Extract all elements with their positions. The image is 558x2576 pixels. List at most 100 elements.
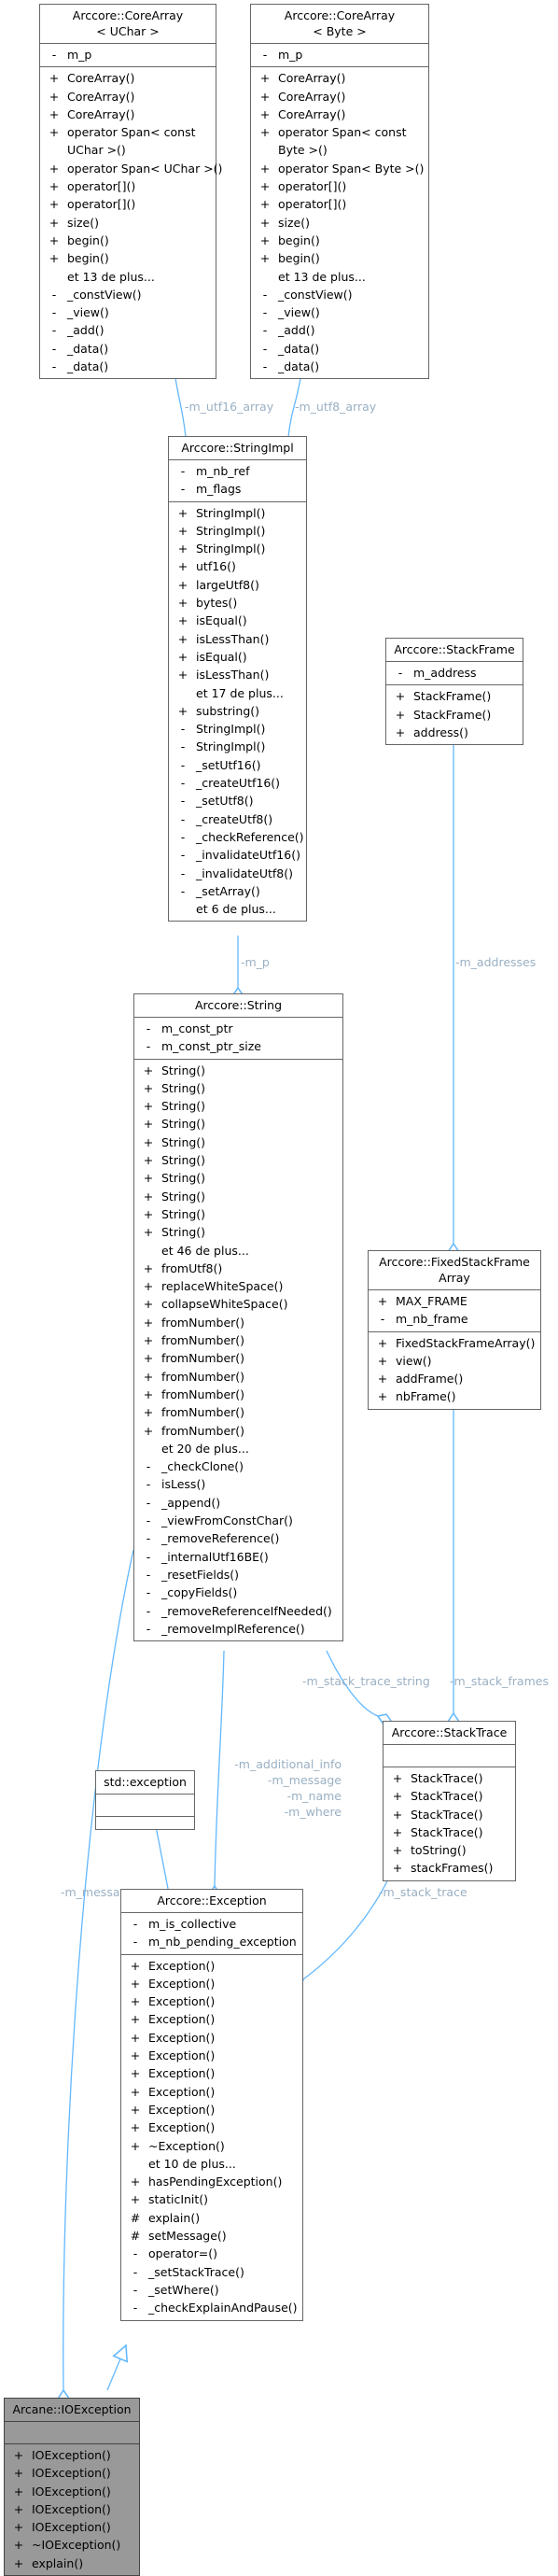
- class-method: et 13 de plus...: [251, 268, 428, 286]
- class-std-exception[interactable]: std::exception: [95, 1770, 195, 1830]
- member-name: Exception(): [148, 1994, 216, 2009]
- member-name: m_address: [413, 666, 477, 680]
- class-ioexception[interactable]: Arcane::IOException+IOException()+IOExce…: [4, 2398, 140, 2576]
- visibility-symbol: +: [130, 2066, 141, 2081]
- visibility-symbol: +: [13, 2538, 24, 2553]
- member-name: _invalidateUtf16(): [196, 848, 300, 863]
- visibility-symbol: +: [130, 2192, 141, 2207]
- class-method: +fromNumber(): [134, 1314, 342, 1331]
- class-title-line: std::exception: [104, 1775, 187, 1789]
- member-name: MAX_FRAME: [396, 1294, 467, 1308]
- visibility-symbol: +: [143, 1063, 154, 1077]
- class-corearray-uchar[interactable]: Arccore::CoreArray< UChar >-m_p+CoreArra…: [39, 4, 222, 380]
- visibility-symbol: -: [180, 811, 186, 826]
- visibility-symbol: -: [180, 829, 186, 844]
- visibility-symbol: -: [146, 1567, 151, 1582]
- visibility-symbol: -: [180, 848, 186, 863]
- member-name: StackTrace(): [411, 1807, 483, 1822]
- class-method: -_data(): [251, 340, 428, 358]
- class-method: +address(): [386, 724, 523, 741]
- visibility-symbol: +: [130, 1994, 141, 2009]
- class-corearray-byte[interactable]: Arccore::CoreArray< Byte >-m_p+CoreArray…: [250, 4, 429, 380]
- class-method: -_setWhere(): [121, 2281, 302, 2299]
- member-name: isEqual(): [196, 649, 247, 664]
- class-title-line: < UChar >: [96, 24, 160, 38]
- class-stacktrace[interactable]: Arccore::StackTrace+StackTrace()+StackTr…: [383, 1721, 516, 1881]
- visibility-symbol: -: [51, 305, 57, 320]
- member-name: IOException(): [32, 2466, 111, 2481]
- visibility-symbol: +: [377, 1353, 388, 1368]
- visibility-symbol: +: [259, 179, 271, 194]
- class-method: + String(): [134, 1079, 342, 1097]
- member-name: Exception(): [148, 1958, 216, 1973]
- member-name: operator[](): [67, 179, 136, 194]
- member-name: IOException(): [32, 2448, 111, 2462]
- class-attribute: -m_p: [251, 46, 428, 63]
- class-method: +largeUtf8(): [169, 576, 306, 594]
- class-title-line: Arcane::IOException: [12, 2402, 132, 2416]
- visibility-symbol: +: [392, 1771, 403, 1785]
- class-method: +CoreArray(): [251, 69, 428, 87]
- visibility-symbol: +: [259, 89, 271, 104]
- member-name: _data(): [278, 341, 320, 356]
- visibility-symbol: -: [180, 883, 186, 898]
- visibility-symbol: +: [13, 2466, 24, 2481]
- edge-label-name-line: -m_name: [286, 1789, 342, 1803]
- class-stringimpl[interactable]: Arccore::StringImpl-m_nb_ref-m_flags+Str…: [168, 436, 307, 922]
- member-name: String(): [161, 1080, 206, 1095]
- class-attribute: -m_const_ptr: [134, 1020, 342, 1037]
- edge-additional-info: [215, 1650, 225, 1886]
- class-method: -_viewFromConstChar(): [134, 1512, 342, 1529]
- class-method: -_view(): [251, 303, 428, 321]
- class-method: #setMessage(): [121, 2227, 302, 2245]
- class-method: -StringImpl(): [169, 738, 306, 755]
- visibility-symbol: +: [392, 1843, 403, 1858]
- visibility-symbol: +: [392, 1807, 403, 1822]
- class-title-line: Arccore::StringImpl: [181, 441, 294, 455]
- visibility-symbol: +: [143, 1080, 154, 1095]
- class-method: -_append(): [134, 1494, 342, 1512]
- member-name: StackTrace(): [411, 1771, 483, 1785]
- member-name: CoreArray(): [67, 71, 135, 86]
- class-title: std::exception: [96, 1771, 194, 1794]
- visibility-symbol: +: [177, 596, 188, 611]
- member-name: begin(): [278, 232, 320, 247]
- class-attribute: -m_nb_frame: [369, 1310, 540, 1328]
- visibility-symbol: -: [133, 1935, 138, 1950]
- methods-section: +CoreArray()+CoreArray()+CoreArray()+ope…: [251, 66, 428, 378]
- member-name: StringImpl(): [196, 722, 266, 737]
- class-method: -_resetFields(): [134, 1566, 342, 1584]
- visibility-symbol: +: [130, 2084, 141, 2099]
- class-exception[interactable]: Arccore::Exception-m_is_collective-m_nb_…: [120, 1889, 303, 2321]
- visibility-symbol: -: [146, 1531, 151, 1546]
- methods-section: +FixedStackFrameArray()+view()+addFrame(…: [369, 1330, 540, 1409]
- class-method: +hasPendingException(): [121, 2173, 302, 2190]
- class-method: +staticInit(): [121, 2190, 302, 2208]
- class-method: -_setUtf8(): [169, 792, 306, 809]
- class-method: +operator[](): [40, 195, 216, 213]
- class-string[interactable]: Arccore::String-m_const_ptr-m_const_ptr_…: [133, 993, 343, 1642]
- class-method: +StackTrace(): [384, 1787, 515, 1805]
- visibility-symbol: +: [130, 1976, 141, 1991]
- class-method: +view(): [369, 1352, 540, 1370]
- member-name: operator Span< UChar >(): [67, 161, 223, 176]
- visibility-symbol: +: [143, 1297, 154, 1312]
- member-name: IOException(): [32, 2520, 111, 2535]
- visibility-symbol: +: [143, 1189, 154, 1204]
- class-stackframe[interactable]: Arccore::StackFrame-m_address+StackFrame…: [385, 638, 523, 746]
- member-name: et 10 de plus...: [148, 2156, 236, 2171]
- visibility-symbol: +: [395, 725, 406, 739]
- visibility-symbol: +: [130, 2048, 141, 2063]
- class-method: +CoreArray(): [40, 106, 216, 123]
- class-method: +String(): [134, 1097, 342, 1115]
- visibility-symbol: +: [259, 106, 271, 121]
- class-method: +size(): [40, 214, 216, 232]
- class-method: +size(): [251, 214, 428, 232]
- visibility-symbol: -: [146, 1549, 151, 1564]
- member-name: Exception(): [148, 2102, 216, 2117]
- class-method: UChar >(): [40, 141, 216, 159]
- class-method: +operator[](): [251, 195, 428, 213]
- member-name: fromUtf8(): [161, 1260, 223, 1275]
- methods-section: [96, 1816, 194, 1838]
